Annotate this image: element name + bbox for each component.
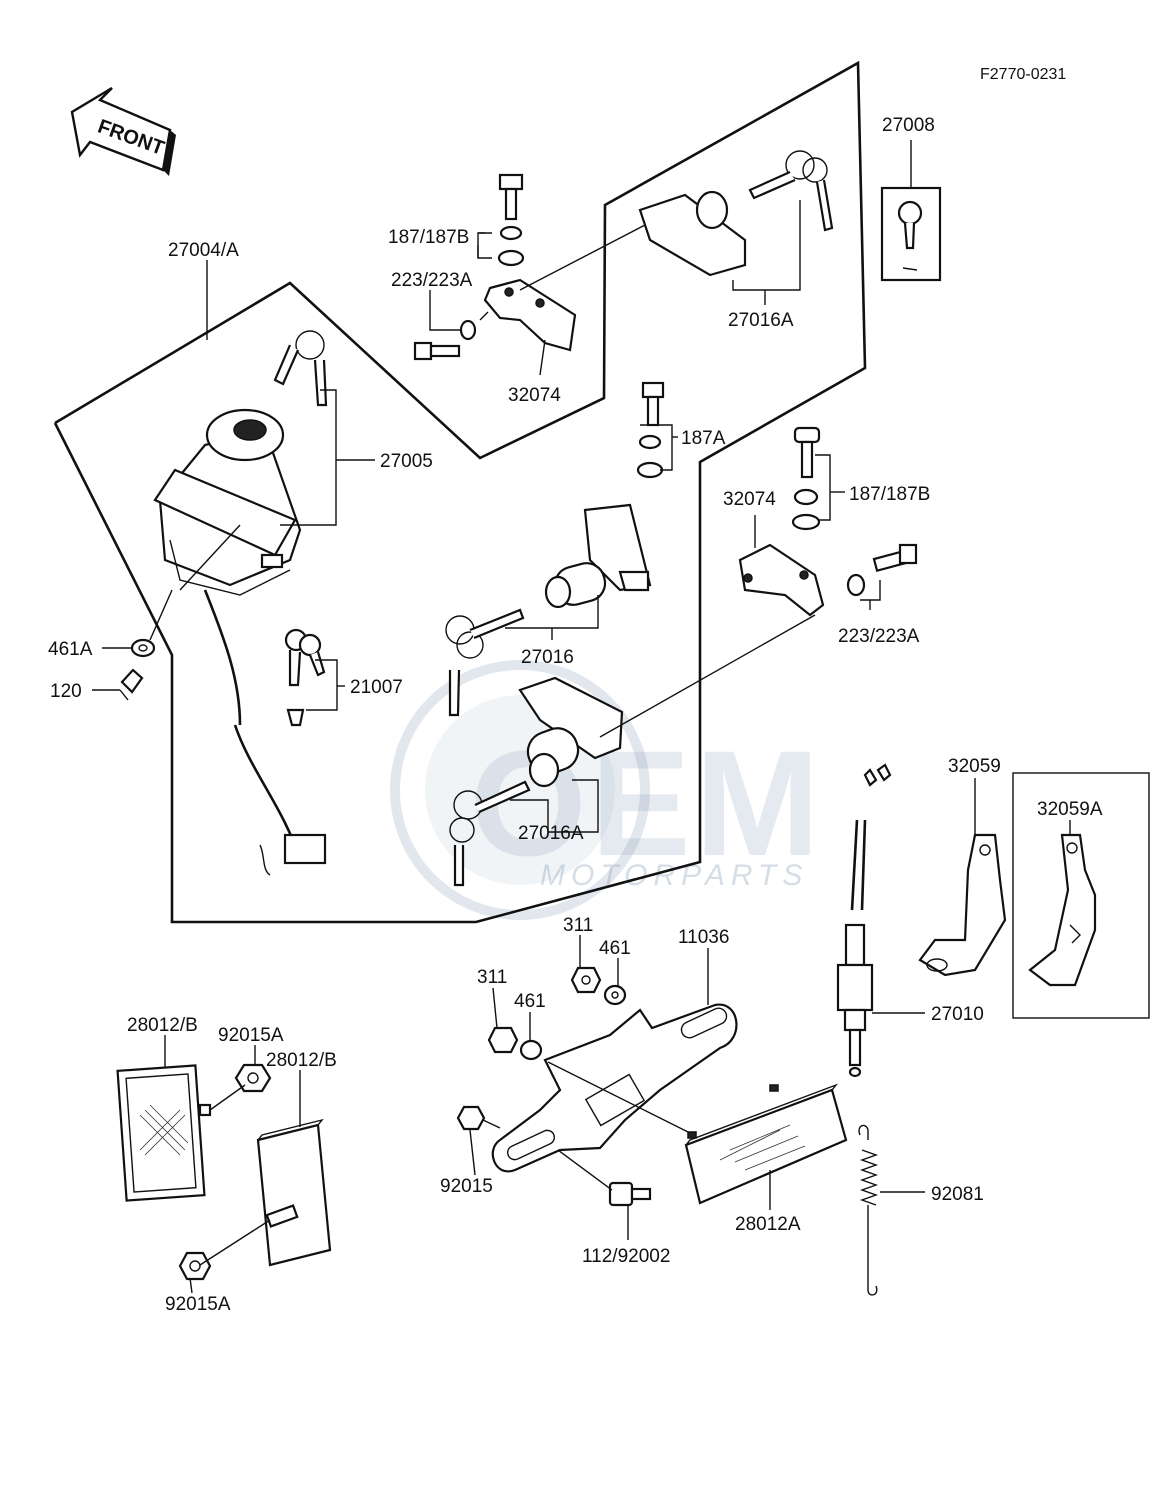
label-27004a: 27004/A bbox=[168, 240, 239, 261]
label-187-187b-top: 187/187B bbox=[388, 227, 469, 248]
label-21007: 21007 bbox=[350, 677, 403, 698]
label-461-top: 461 bbox=[599, 938, 631, 959]
label-27016a-bottom: 27016A bbox=[518, 823, 584, 844]
label-28012b-left: 28012/B bbox=[127, 1015, 198, 1036]
label-187-187b-mid: 187/187B bbox=[849, 484, 930, 505]
key-card-27008 bbox=[880, 186, 942, 282]
label-27008: 27008 bbox=[882, 115, 935, 136]
nut-92015a-bottom bbox=[178, 1251, 212, 1281]
lock-27016a-bottom bbox=[449, 676, 624, 887]
keys-21007 bbox=[284, 628, 326, 727]
label-187a: 187A bbox=[681, 428, 726, 449]
label-92015a-top: 92015A bbox=[218, 1025, 284, 1046]
license-bracket-11036 bbox=[491, 1003, 738, 1173]
label-32059a: 32059A bbox=[1037, 799, 1103, 820]
bolt-112-92002 bbox=[608, 1181, 652, 1207]
label-120: 120 bbox=[50, 681, 82, 702]
label-28012b-mid: 28012/B bbox=[266, 1050, 337, 1071]
label-311-mid: 311 bbox=[477, 967, 507, 988]
assembly-lines bbox=[149, 224, 816, 1266]
label-461a: 461A bbox=[48, 639, 93, 660]
bolt-187-top bbox=[497, 173, 525, 267]
label-461-mid: 461 bbox=[514, 991, 546, 1012]
label-32059: 32059 bbox=[948, 756, 1001, 777]
watermark-subtitle: MOTORPARTS bbox=[540, 859, 808, 892]
reflector-28012b-left bbox=[116, 1064, 212, 1202]
label-32074-top: 32074 bbox=[508, 385, 561, 406]
label-27010: 27010 bbox=[931, 1004, 984, 1025]
label-92081: 92081 bbox=[931, 1184, 984, 1205]
washer-461a bbox=[130, 638, 156, 658]
label-27016a-top: 27016A bbox=[728, 310, 794, 331]
diagram-reference-code: F2770-0231 bbox=[980, 66, 1066, 83]
nut-311-mid bbox=[487, 1026, 519, 1054]
part-labels: 27008 187/187B 27004/A 223/223A 27016A 3… bbox=[48, 115, 1103, 1315]
nut-311-top bbox=[570, 966, 602, 994]
label-32074-mid: 32074 bbox=[723, 489, 776, 510]
label-28012a: 28012A bbox=[735, 1214, 801, 1235]
washer-461-top bbox=[603, 984, 627, 1006]
lock-27016-mid bbox=[445, 503, 652, 717]
label-223-223a-top: 223/223A bbox=[391, 270, 473, 291]
label-223-223a-mid: 223/223A bbox=[838, 626, 920, 647]
screw-223-mid bbox=[846, 543, 918, 597]
watermark-globe-ring bbox=[390, 660, 650, 920]
screw-120 bbox=[119, 668, 144, 701]
bracket-32074-mid bbox=[738, 543, 825, 617]
washer-461-mid bbox=[519, 1039, 543, 1061]
label-92015: 92015 bbox=[440, 1176, 493, 1197]
bolt-187-mid bbox=[791, 426, 821, 531]
bracket-32059a-box bbox=[1012, 772, 1150, 1019]
front-direction-arrow-icon: FRONT bbox=[70, 86, 176, 176]
spring-92081 bbox=[858, 1124, 879, 1296]
screw-223-top bbox=[413, 319, 477, 361]
switch-27010 bbox=[836, 763, 892, 1078]
bolt-187a bbox=[636, 381, 665, 479]
label-92015a-bottom: 92015A bbox=[165, 1294, 231, 1315]
bracket-32074-top bbox=[483, 278, 577, 352]
leader-lines bbox=[92, 140, 1071, 1294]
label-11036: 11036 bbox=[678, 927, 729, 948]
nut-92015 bbox=[456, 1105, 486, 1131]
reflector-28012b-mid bbox=[256, 1118, 332, 1267]
reflector-28012a bbox=[684, 1083, 848, 1205]
bracket-32059 bbox=[918, 833, 1007, 977]
label-112-92002: 112/92002 bbox=[582, 1246, 670, 1267]
lockset-group-outline bbox=[53, 60, 867, 924]
label-27005: 27005 bbox=[380, 451, 433, 472]
ignition-switch-27005 bbox=[153, 330, 328, 876]
label-27016: 27016 bbox=[521, 647, 574, 668]
label-311-top: 311 bbox=[563, 915, 593, 936]
bracket-32059a bbox=[1028, 833, 1097, 987]
lock-27016a-top bbox=[638, 150, 834, 277]
